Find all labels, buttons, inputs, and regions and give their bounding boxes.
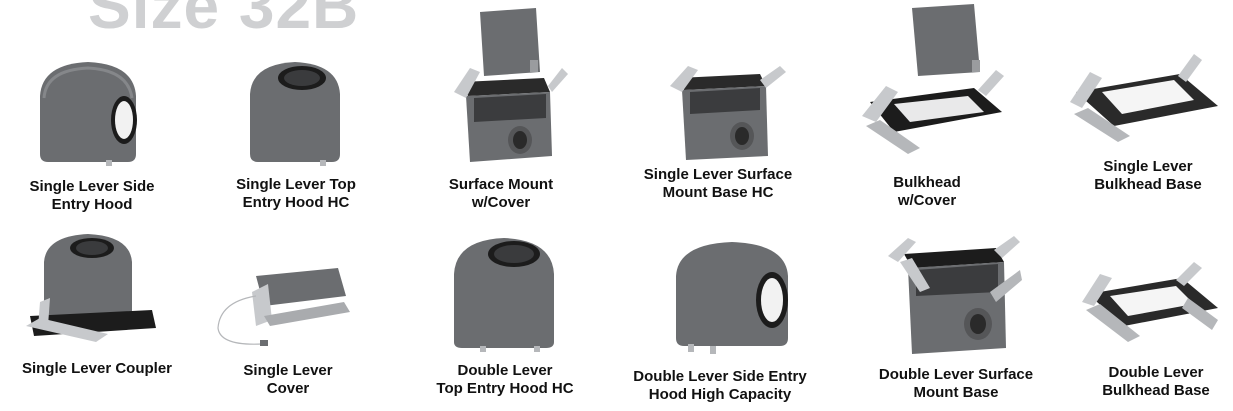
product-label: Double Lever Top Entry Hood HC: [436, 362, 574, 397]
top-entry-hood-icon: [250, 62, 340, 166]
page-title: Size 32B: [88, 0, 360, 42]
product-label: Single Lever Surface Mount Base HC: [643, 166, 793, 201]
bulkhead-cover-icon: [862, 4, 1004, 154]
product-label: Single Lever Side Entry Hood: [29, 178, 155, 213]
product-label: Single Lever Cover: [243, 362, 333, 397]
product-label: Single Lever Bulkhead Base: [1094, 158, 1202, 193]
bulkhead-base-icon: [1070, 54, 1218, 142]
product-label: Surface Mount w/Cover: [448, 176, 554, 211]
product-label: Double Lever Side Entry Hood High Capaci…: [633, 368, 807, 403]
surface-mount-cover-icon: [454, 8, 568, 162]
product-label: Bulkhead w/Cover: [893, 174, 961, 209]
double-bulkhead-base-icon: [1082, 262, 1218, 342]
product-label: Double Lever Surface Mount Base: [878, 366, 1034, 401]
side-entry-hood-icon: [40, 62, 137, 166]
product-label: Single Lever Top Entry Hood HC: [236, 176, 356, 211]
product-label: Single Lever Coupler: [21, 360, 173, 377]
surface-mount-base-icon: [670, 66, 786, 160]
double-top-entry-hood-icon: [454, 238, 554, 352]
cover-icon: [217, 268, 350, 346]
coupler-icon: [26, 234, 156, 342]
double-side-entry-hood-icon: [676, 242, 788, 354]
double-surface-mount-base-icon: [888, 236, 1022, 354]
product-label: Double Lever Bulkhead Base: [1102, 364, 1210, 399]
